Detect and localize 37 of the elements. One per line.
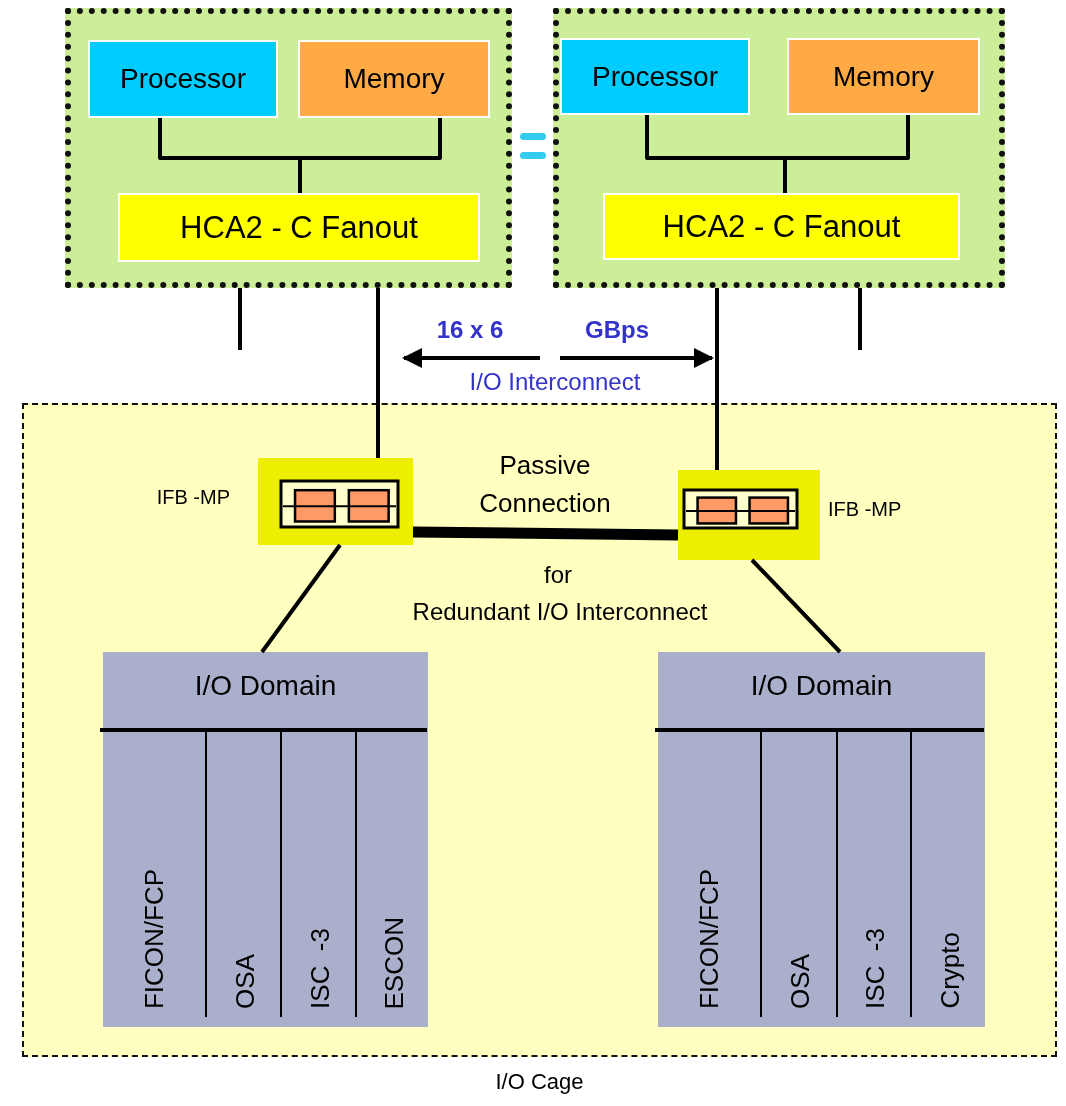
processor-box: Processor bbox=[560, 38, 750, 115]
connector-line bbox=[238, 288, 242, 350]
adapter-label: IFB -MP bbox=[156, 486, 230, 509]
thick-connector bbox=[412, 526, 679, 541]
channel-label: FICON/FCP bbox=[696, 868, 722, 1009]
adapter-label: IFB -MP bbox=[828, 498, 902, 521]
domain-heading: I/O Domain bbox=[749, 670, 894, 702]
processor-box: Processor bbox=[88, 40, 278, 118]
cage-label: I/O Cage bbox=[495, 1069, 584, 1095]
book-frame bbox=[65, 8, 512, 288]
memory-box: Memory bbox=[298, 40, 490, 118]
domain-panel bbox=[658, 652, 985, 1027]
connection-note: Redundant I/O Interconnect bbox=[411, 598, 709, 626]
connector-line bbox=[298, 118, 442, 193]
book-frame bbox=[553, 8, 1005, 288]
connection-note: for bbox=[543, 561, 573, 589]
channel-label: FICON/FCP bbox=[141, 868, 167, 1009]
unit-label: GBps bbox=[584, 316, 650, 344]
memory-box: Memory bbox=[787, 38, 980, 115]
channel-label: ESCON bbox=[380, 916, 407, 1009]
channel-label: ISC -3 bbox=[862, 928, 888, 1009]
connector-line bbox=[858, 288, 862, 350]
connector-line bbox=[260, 543, 342, 654]
bandwidth-label: 16 x 6 bbox=[435, 316, 505, 344]
channel-label: OSA bbox=[787, 954, 813, 1009]
interconnect-label: I/O Interconnect bbox=[468, 368, 642, 396]
domain-heading: I/O Domain bbox=[193, 670, 338, 702]
fanout-box: HCA2 - C Fanout bbox=[118, 193, 480, 262]
connector-line bbox=[715, 288, 719, 470]
connector-line bbox=[783, 115, 910, 193]
channel-label: ISC -3 bbox=[306, 928, 333, 1009]
connector-line bbox=[750, 558, 842, 654]
fanout-box: HCA2 - C Fanout bbox=[603, 193, 960, 260]
connector-line bbox=[376, 288, 380, 458]
channel-label: Crypto bbox=[936, 932, 963, 1009]
domain-panel bbox=[103, 652, 428, 1027]
channel-label: OSA bbox=[231, 954, 258, 1009]
